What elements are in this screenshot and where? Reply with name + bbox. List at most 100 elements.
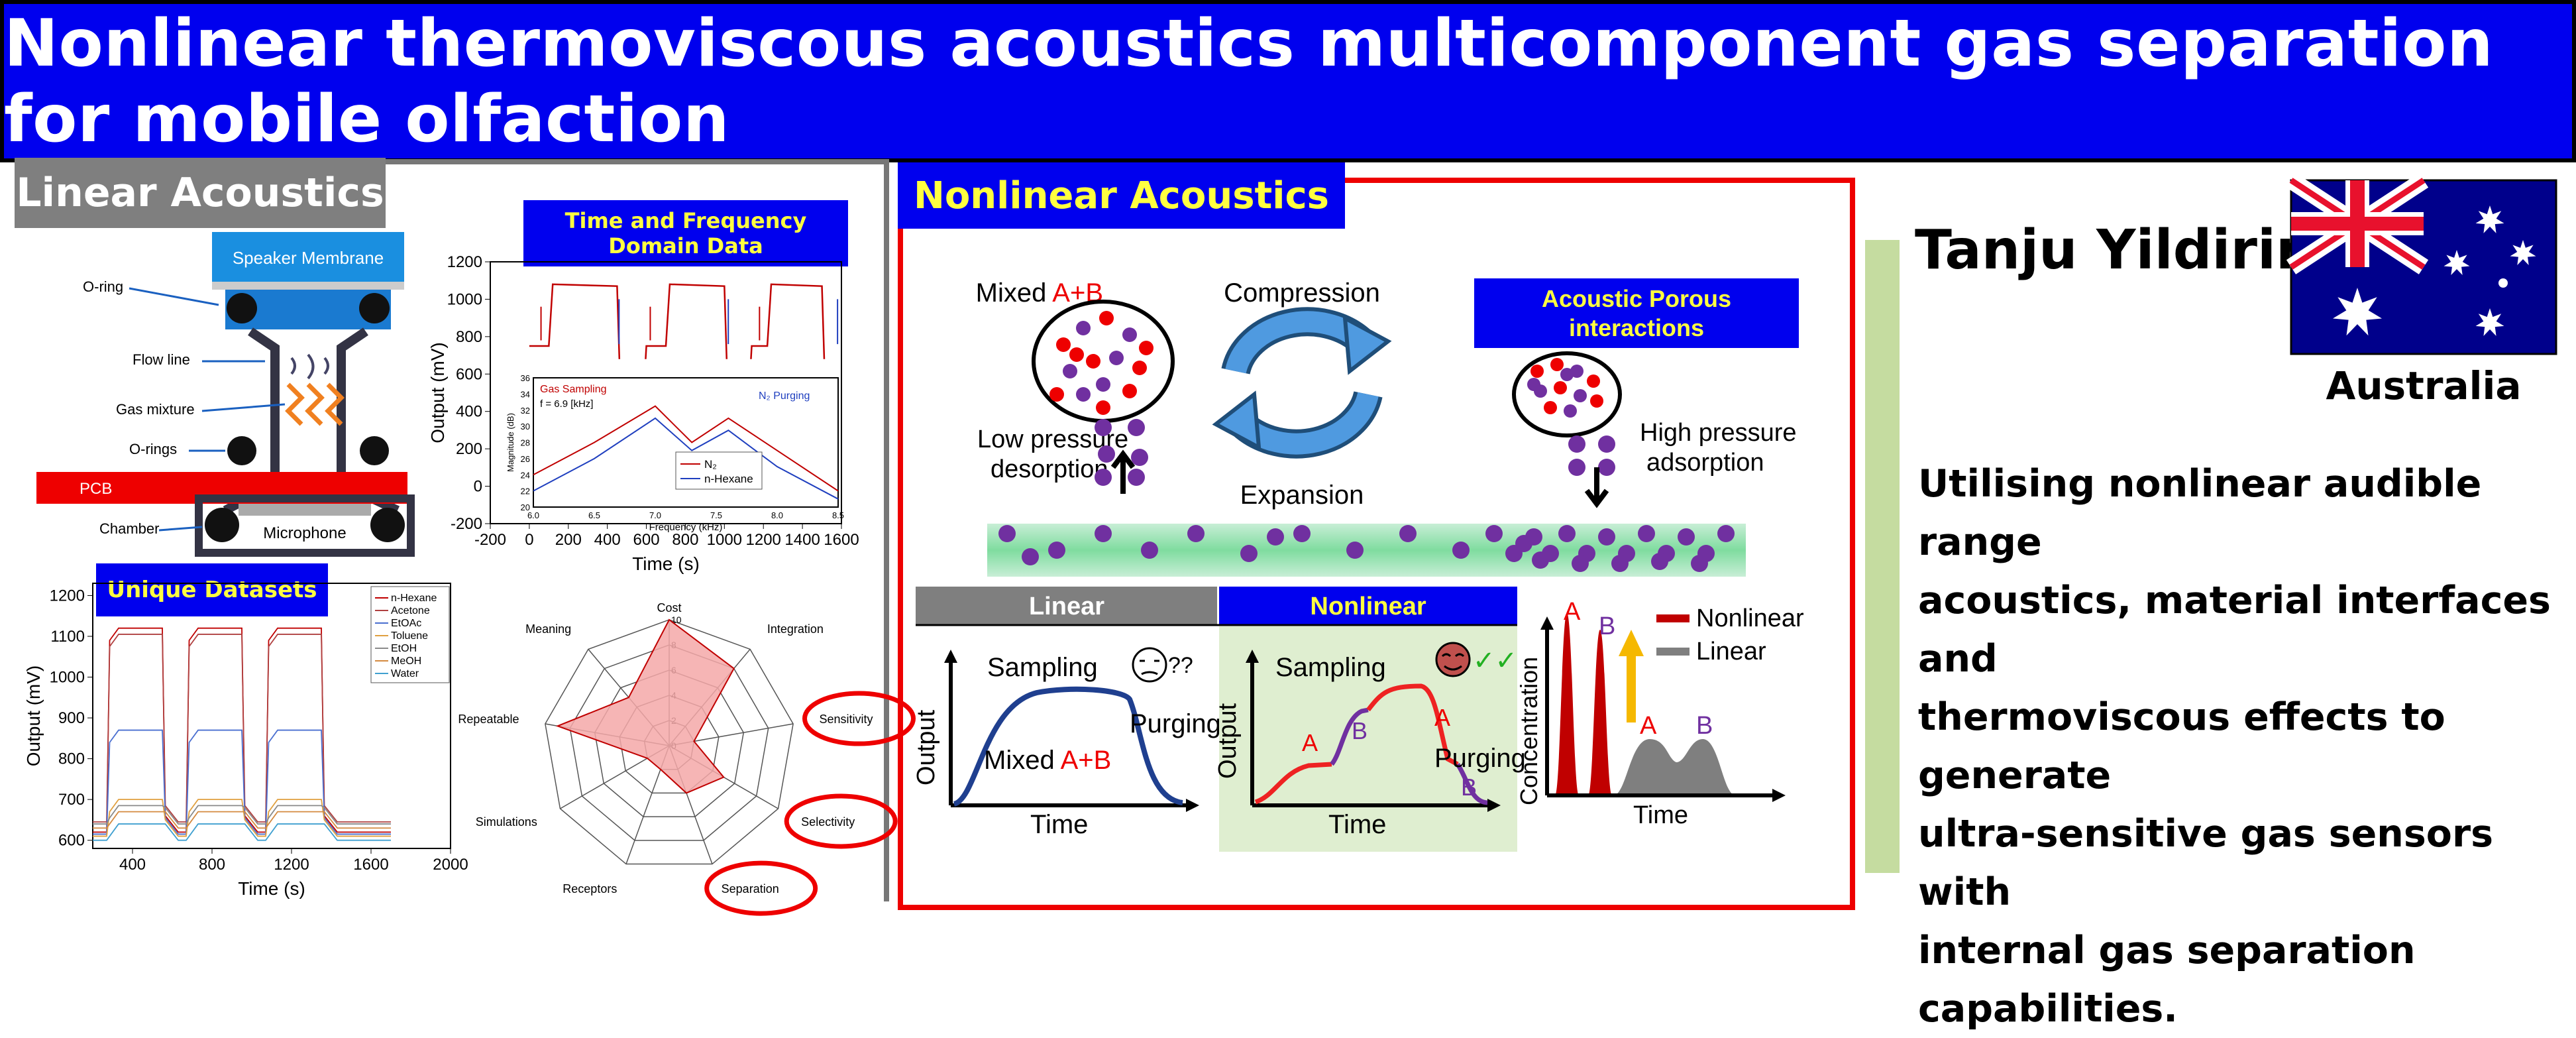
gas-molecule [1096,377,1110,392]
inset-series-line [533,405,839,492]
radar-axis-label: Separation [722,882,779,895]
gas-molecule [1598,459,1615,476]
gas-molecule [1638,525,1655,542]
gas-molecule [1346,542,1364,559]
tab-linear [916,587,1217,625]
linear-panel [15,159,889,901]
inset-xtick: 8.5 [832,510,844,520]
radar-ring [545,619,794,865]
svg-text:Sampling: Sampling [1275,653,1386,682]
radar-highlight-ring [802,691,916,746]
inset-freq-note: f = 6.9 [kHz] [540,398,593,410]
svg-text:B: B [1696,712,1713,740]
abstract-line: Utilising nonlinear audible range [1918,462,2482,564]
gas-molecule [1049,387,1064,402]
svg-text:Purging: Purging [1434,744,1526,773]
radar-axis-label: Selectivity [801,815,855,829]
nonlinear-diagram: Mixed A+B Low pressure desorption Compre… [912,278,1804,852]
radar-axis-label: Cost [657,601,681,614]
svg-text:interactions: interactions [1569,314,1704,341]
gas-molecule [1048,542,1065,559]
flag-star-icon [2475,205,2504,233]
radar-axis-label: Meaning [525,622,571,636]
inset-n2-purging: N₂ Purging [759,390,810,402]
flag-star-icon [2510,240,2536,266]
radar-highlight-ring [784,793,898,849]
ud-legend-entry: Water [391,668,419,679]
svg-text:Time: Time [1633,801,1688,829]
tf-xtick: 600 [633,531,660,549]
nonlinear-panel [898,178,1855,910]
gas-molecule [1544,401,1557,414]
gas-molecule [1651,553,1668,570]
gas-molecule [1095,469,1112,486]
inset-gas-sampling: Gas Sampling [540,384,607,395]
svg-text:Nonlinear: Nonlinear [1310,593,1426,620]
gas-molecule [1141,542,1158,559]
ud-legend-entry: EtOAc [391,618,421,629]
ud-ytick: 600 [58,832,85,850]
ud-series-line [93,811,391,829]
gas-molecule [1554,381,1567,394]
gas-molecule [1527,378,1540,391]
radar-ring [569,644,769,841]
svg-text:Linear: Linear [1696,638,1766,665]
nonlinear-output-plot: Sampling A B A Purging B Time Output ✓✓ [1214,642,1526,839]
tf-ytick: 400 [456,403,482,421]
inset-series-line [533,417,839,500]
down-arrow-icon [1584,467,1609,508]
radar-axis-label: Repeatable [458,713,519,726]
inset-legend [675,451,763,490]
nonlinear-panel-title: Nonlinear Acoustics [898,162,1345,229]
gas-molecule [1099,311,1114,325]
abstract-line: ultra-sensitive gas sensors with [1918,812,2493,914]
ud-ytick: 1200 [50,587,85,605]
radar-value-polygon [555,618,735,794]
svg-text:Acoustic Porous: Acoustic Porous [1542,285,1731,312]
gas-molecule [1095,525,1112,542]
svg-text:B: B [1461,774,1477,801]
svg-text:A: A [1564,598,1581,626]
ud-series-line [93,823,391,841]
svg-text:Speaker Membrane: Speaker Membrane [233,248,384,268]
inset-ytick: 34 [521,389,530,399]
flag-star-icon [2332,288,2383,336]
abstract-text: Utilising nonlinear audible range acoust… [1918,455,2567,1038]
svg-text:Output: Output [912,709,940,785]
flag-star-icon [2498,278,2508,288]
inset-xtick: 6.5 [588,510,600,520]
tf-xtick: 1400 [784,531,820,549]
inset-xtick: 8.0 [771,510,783,520]
tf-xtick: -200 [474,531,506,549]
gas-molecule [1122,327,1137,342]
svg-text:Flow line: Flow line [133,351,190,368]
gas-molecule [1574,389,1587,402]
abstract-line: thermoviscous effects to generate [1918,695,2445,797]
tf-ytick: 200 [456,440,482,458]
gas-molecule [1515,535,1532,552]
country-label: Australia [2326,363,2522,408]
inset-ytick: 36 [521,373,530,383]
inset-ytick: 30 [521,422,530,432]
oring-right [359,293,390,323]
gas-molecule [1611,555,1629,572]
speaker-membrane [212,232,404,282]
svg-text:A: A [1302,729,1318,756]
svg-text:Compression: Compression [1224,278,1380,308]
svg-text:✓✓: ✓✓ [1473,646,1517,675]
radar-chart: 1086420 CostIntegrationSensitivitySelect… [458,601,916,916]
inset-ytick: 22 [521,487,530,496]
ud-legend-entry: Toluene [391,630,428,642]
ud-series-line [93,805,391,825]
increase-arrow-icon [1619,630,1644,656]
page-title: Nonlinear thermoviscous acoustics multic… [0,0,2576,162]
svg-text:Nonlinear: Nonlinear [1696,605,1804,632]
ud-ytick: 900 [58,709,85,727]
tf-xtick: 0 [525,531,533,549]
gas-molecule [1558,525,1576,542]
concentration-plot: A B A B Nonlinear Linear Time Concentrat… [1515,598,1804,829]
abstract-line: internal gas separation capabilities. [1918,929,2416,1031]
